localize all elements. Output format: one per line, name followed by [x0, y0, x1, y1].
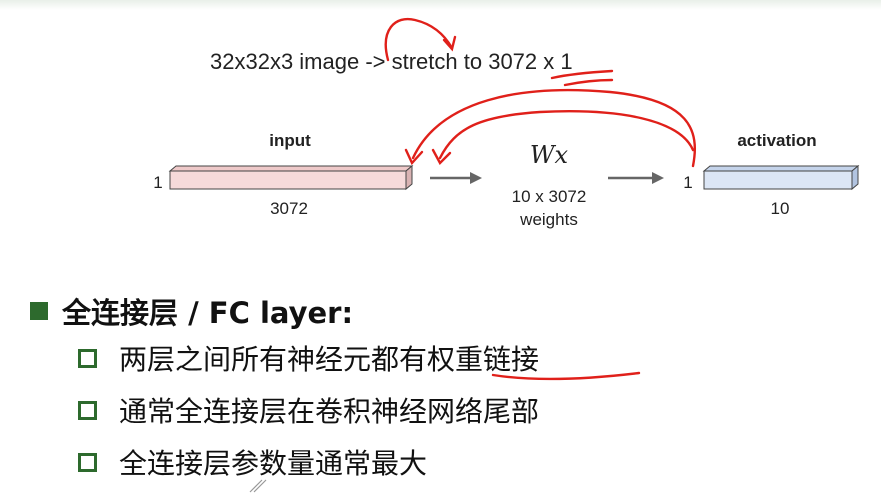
annotation-loop-arrowhead: [442, 35, 457, 52]
weights-formula: Wx: [530, 141, 569, 169]
activation-size-label: 10: [771, 199, 790, 218]
hollow-square-bullet-icon: [78, 400, 97, 420]
caption-right: x 1: [537, 49, 572, 74]
arrow-input-to-weights: [430, 172, 482, 184]
annotation-underline-weights: [491, 371, 641, 381]
annotation-underline-3072: [550, 69, 614, 80]
weights-dims: 10 x 3072: [512, 187, 587, 206]
annotation-arc-inner: [438, 110, 695, 160]
arrow-weights-to-activation: [608, 172, 664, 184]
main-bullet-text: 全连接层 / FC layer:: [62, 296, 354, 330]
pen-cursor-icon: [249, 479, 267, 493]
activation-vector-block: [702, 164, 860, 191]
annotation-loop-arrow: [384, 17, 454, 62]
sub-bullet-text: 两层之间所有神经元都有权重链接: [119, 343, 540, 376]
activation-side-label: 1: [683, 173, 692, 192]
input-vector-block: [168, 164, 414, 191]
window-top-bar: [0, 0, 881, 10]
sub-bullet-text: 全连接层参数量通常最大: [119, 447, 428, 480]
weights-caption: weights: [519, 210, 578, 229]
sub-bullet: 全连接层参数量通常最大: [78, 442, 427, 482]
sub-bullet: 两层之间所有神经元都有权重链接: [78, 338, 539, 378]
activation-label: activation: [737, 131, 816, 150]
hollow-square-bullet-icon: [78, 348, 97, 368]
caption: 32x32x3 image -> stretch to 3072 x 1: [210, 49, 573, 74]
annotation-underline-3072-2: [563, 78, 614, 87]
annotation-arc-inner-head: [431, 148, 452, 165]
sub-bullet: 通常全连接层在卷积神经网络尾部: [78, 390, 539, 430]
red-annotations: [384, 17, 727, 185]
hollow-square-bullet-icon: [78, 452, 97, 472]
main-bullet: 全连接层 / FC layer:: [30, 290, 353, 332]
fc-diagram: 32x32x3 image -> stretch to 3072 x 1 inp…: [153, 17, 860, 229]
caption-highlight: 3072: [488, 49, 537, 74]
annotation-arc-outer: [411, 88, 697, 168]
caption-left: 32x32x3 image -> stretch to: [210, 49, 488, 74]
input-side-label: 1: [153, 173, 162, 192]
annotation-arc-outer-head: [404, 148, 424, 166]
input-size-label: 3072: [270, 199, 308, 218]
sub-bullet-text: 通常全连接层在卷积神经网络尾部: [119, 395, 540, 428]
filled-square-bullet-icon: [30, 302, 48, 320]
input-label: input: [269, 131, 311, 150]
